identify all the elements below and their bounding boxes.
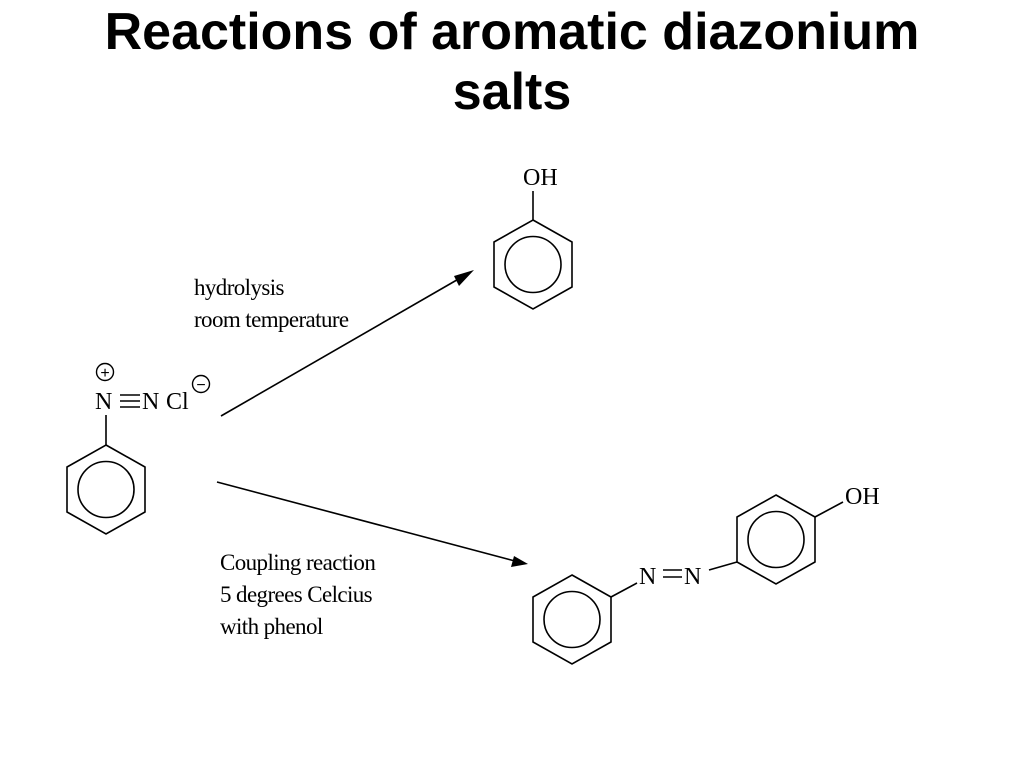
phenol-oh-group: OH bbox=[523, 165, 558, 191]
coupling-arrow bbox=[216, 481, 528, 567]
reactant-benzene-ring bbox=[66, 444, 146, 535]
phenol-product: OH bbox=[493, 165, 573, 310]
azo-double-bond bbox=[663, 569, 682, 578]
azo-right-n-c-bond bbox=[708, 561, 738, 571]
negative-charge-icon: − bbox=[191, 374, 211, 394]
hydrolysis-arrow bbox=[220, 270, 474, 417]
hydrolysis-conditions: hydrolysis room temperature bbox=[194, 275, 350, 332]
reactant-n-atom-2: N bbox=[142, 389, 159, 415]
title-line-2: salts bbox=[452, 63, 572, 121]
negative-charge-symbol: − bbox=[196, 377, 205, 394]
title-line-1: Reactions of aromatic diazonium bbox=[104, 3, 920, 61]
coupling-reagent-label: with phenol bbox=[220, 614, 323, 639]
azo-left-benzene-ring bbox=[532, 574, 612, 665]
azo-n-atom-1: N bbox=[639, 564, 656, 590]
reactant-n-atom-1: N bbox=[95, 389, 112, 415]
reactant-chloride: Cl bbox=[166, 389, 189, 415]
coupling-temperature-label: 5 degrees Celcius bbox=[220, 582, 373, 607]
slide-title: Reactions of aromatic diazonium salts bbox=[0, 2, 1024, 122]
positive-charge-icon: + bbox=[95, 362, 115, 382]
reactant-triple-bond bbox=[120, 394, 140, 408]
coupling-reaction-label: Coupling reaction bbox=[220, 550, 376, 575]
phenol-benzene-ring bbox=[493, 219, 573, 310]
azo-right-benzene-ring bbox=[736, 494, 816, 585]
azo-oh-group: OH bbox=[845, 484, 880, 510]
hydrolysis-temperature-label: room temperature bbox=[194, 307, 349, 332]
positive-charge-symbol: + bbox=[100, 365, 109, 382]
coupling-conditions: Coupling reaction 5 degrees Celcius with… bbox=[220, 550, 377, 639]
azo-n-atom-2: N bbox=[684, 564, 701, 590]
azo-left-c-n-bond bbox=[610, 582, 638, 598]
azo-dye-product: N N OH bbox=[532, 484, 880, 665]
hydrolysis-label: hydrolysis bbox=[194, 275, 284, 300]
azo-c-o-bond bbox=[814, 501, 844, 518]
reactant-diazonium-salt: N N Cl + − bbox=[66, 362, 211, 535]
